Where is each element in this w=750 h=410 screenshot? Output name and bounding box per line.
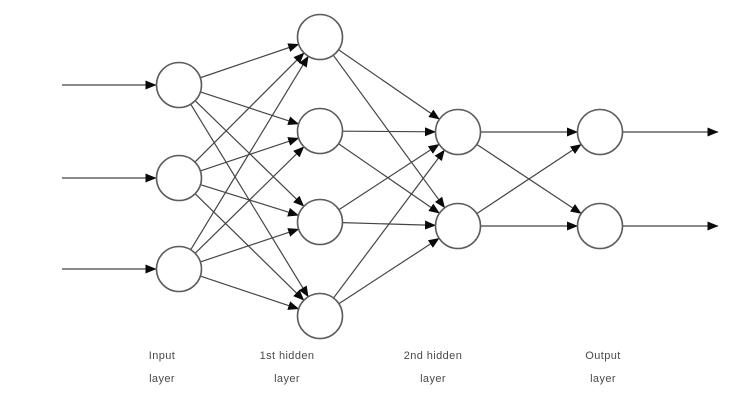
layer-label-output-line2: layer — [590, 373, 616, 385]
layer-label-input-line2: layer — [149, 373, 175, 385]
layer-label-hidden1: 1st hidden layer — [212, 345, 362, 391]
connection-edge — [338, 237, 440, 305]
neuron-node-output-layer — [576, 108, 624, 156]
layer-label-input: Input layer — [87, 345, 237, 391]
connection-edge — [338, 49, 440, 120]
connection-edge — [194, 193, 305, 301]
connection-edge — [194, 146, 305, 254]
neuron-node-hidden-layer-1 — [296, 107, 344, 155]
connection-edge — [476, 143, 582, 215]
edges-group — [62, 43, 719, 310]
nodes-group — [155, 13, 624, 340]
connection-edge — [200, 228, 300, 263]
neuron-node-hidden-layer-1 — [296, 13, 344, 61]
connection-edge — [200, 137, 300, 172]
layer-label-hidden2-line1: 2nd hidden — [403, 350, 463, 362]
connection-edge — [338, 143, 440, 214]
connection-edge — [333, 149, 445, 299]
layer-label-hidden1-line1: 1st hidden — [259, 350, 315, 362]
connection-edge — [338, 143, 440, 211]
layer-label-output-line1: Output — [585, 350, 621, 362]
connection-edge — [190, 55, 309, 251]
neuron-node-output-layer — [576, 202, 624, 250]
neuron-node-hidden-layer-1 — [296, 198, 344, 246]
layer-label-hidden1-line2: layer — [274, 373, 300, 385]
neuron-node-hidden-layer-1 — [296, 292, 344, 340]
connection-edge — [342, 127, 437, 137]
layer-label-input-line1: Input — [148, 350, 176, 362]
neuron-node-input-layer — [155, 154, 203, 202]
connection-edge — [200, 275, 300, 310]
neuron-node-hidden-layer-2 — [434, 108, 482, 156]
connection-edge — [194, 52, 305, 163]
layer-label-hidden2-line2: layer — [420, 373, 446, 385]
layer-label-hidden2: 2nd hidden layer — [358, 345, 508, 391]
neuron-node-input-layer — [155, 61, 203, 109]
layer-label-output: Output layer — [528, 345, 678, 391]
neuron-node-input-layer — [155, 245, 203, 293]
neuron-node-hidden-layer-2 — [434, 202, 482, 250]
connection-edge — [200, 43, 300, 79]
